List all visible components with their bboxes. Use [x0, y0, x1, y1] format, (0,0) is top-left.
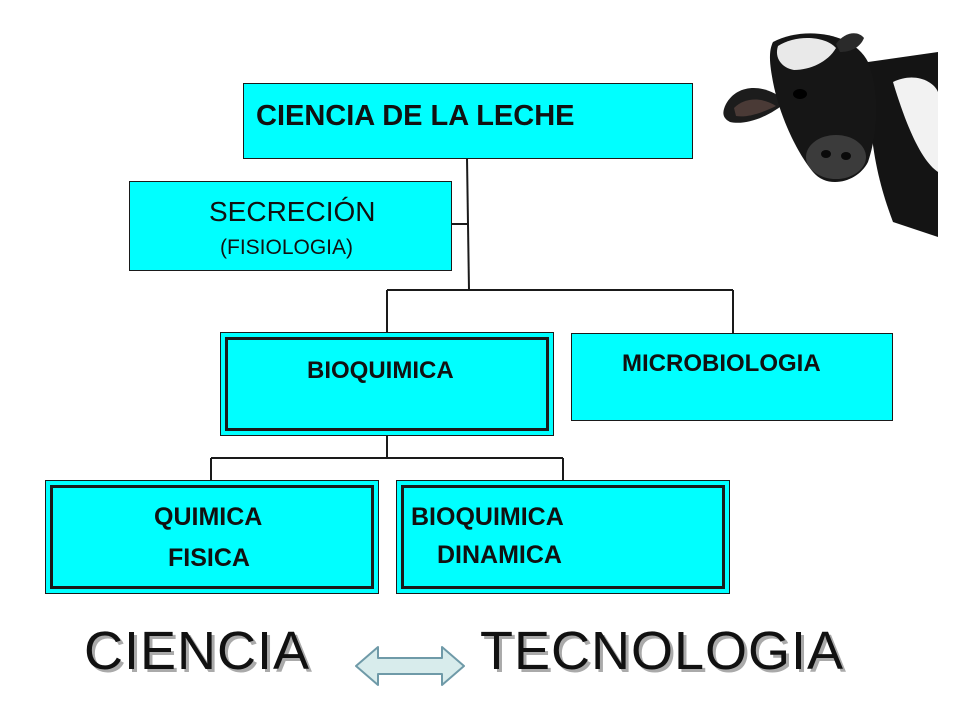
- quimica-fisica-line2: FISICA: [168, 544, 250, 572]
- ciencia-label: CIENCIA: [84, 621, 311, 681]
- bioquimica-node: BIOQUIMICA: [220, 332, 554, 436]
- microbiologia-node-label: MICROBIOLOGIA: [622, 350, 821, 377]
- double-headed-arrow-icon: [355, 646, 465, 686]
- bioquimica-node-label: BIOQUIMICA: [307, 357, 454, 384]
- microbiologia-node: MICROBIOLOGIA: [571, 333, 893, 421]
- secretion-node-subtitle: (FISIOLOGIA): [220, 236, 354, 259]
- cow-head-image: [723, 33, 938, 237]
- quimica-fisica-node: QUIMICA FISICA: [45, 480, 379, 594]
- secretion-node: SECRECIÓN (FISIOLOGIA): [129, 181, 452, 271]
- root-node: CIENCIA DE LA LECHE: [243, 83, 693, 159]
- bioquimica-dinamica-node: BIOQUIMICA DINAMICA: [396, 480, 730, 594]
- secretion-node-title: SECRECIÓN: [209, 196, 376, 227]
- bioquimica-dinamica-line2: DINAMICA: [437, 541, 562, 569]
- quimica-fisica-line1: QUIMICA: [154, 503, 263, 531]
- bioquimica-dinamica-line1: BIOQUIMICA: [411, 503, 564, 531]
- tecnologia-label: TECNOLOGIA: [480, 621, 845, 681]
- root-node-label: CIENCIA DE LA LECHE: [256, 100, 575, 132]
